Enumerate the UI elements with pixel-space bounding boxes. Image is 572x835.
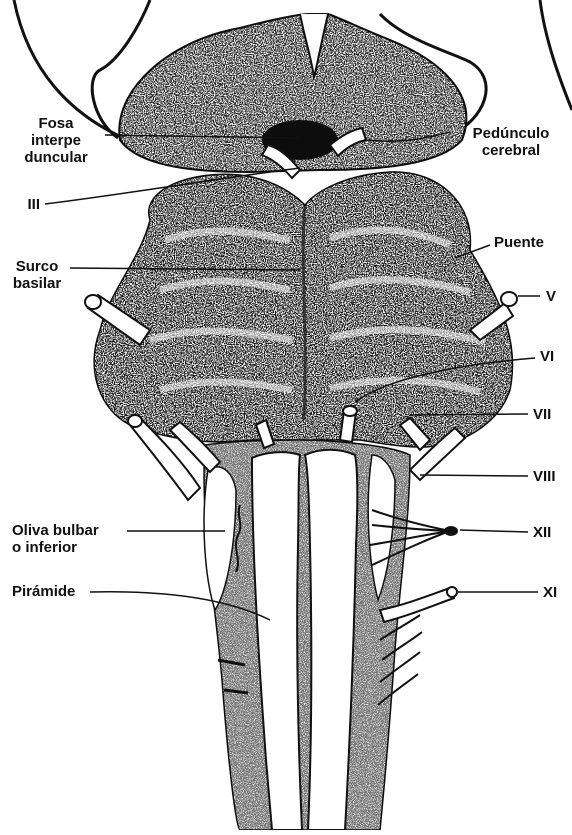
label-nerve-vii: VII: [533, 406, 551, 423]
label-line: Oliva bulbar: [12, 522, 99, 539]
label-oliva-bulbar: Oliva bulbar o inferior: [12, 522, 99, 556]
pons: [94, 172, 512, 447]
label-line: Fosa: [12, 115, 100, 132]
label-nerve-xi: XI: [543, 584, 557, 601]
label-line: Pedúnculo: [452, 125, 570, 142]
label-line: Surco: [6, 258, 68, 275]
label-line: basilar: [6, 275, 68, 292]
label-nerve-iii: III: [0, 196, 40, 213]
label-line: duncular: [12, 149, 100, 166]
label-puente: Puente: [494, 234, 544, 251]
label-nerve-xii: XII: [533, 524, 551, 541]
label-piramide: Pirámide: [12, 583, 75, 600]
label-line: interpe: [12, 132, 100, 149]
label-nerve-viii: VIII: [533, 468, 556, 485]
label-nerve-vi: VI: [540, 348, 554, 365]
label-line: cerebral: [452, 142, 570, 159]
medulla: [204, 440, 410, 830]
label-line: o inferior: [12, 539, 99, 556]
label-fosa-interpeduncular: Fosa interpe duncular: [12, 115, 100, 166]
label-nerve-v: V: [546, 288, 556, 305]
label-surco-basilar: Surco basilar: [6, 258, 68, 292]
label-pedunculo-cerebral: Pedúnculo cerebral: [452, 125, 570, 159]
